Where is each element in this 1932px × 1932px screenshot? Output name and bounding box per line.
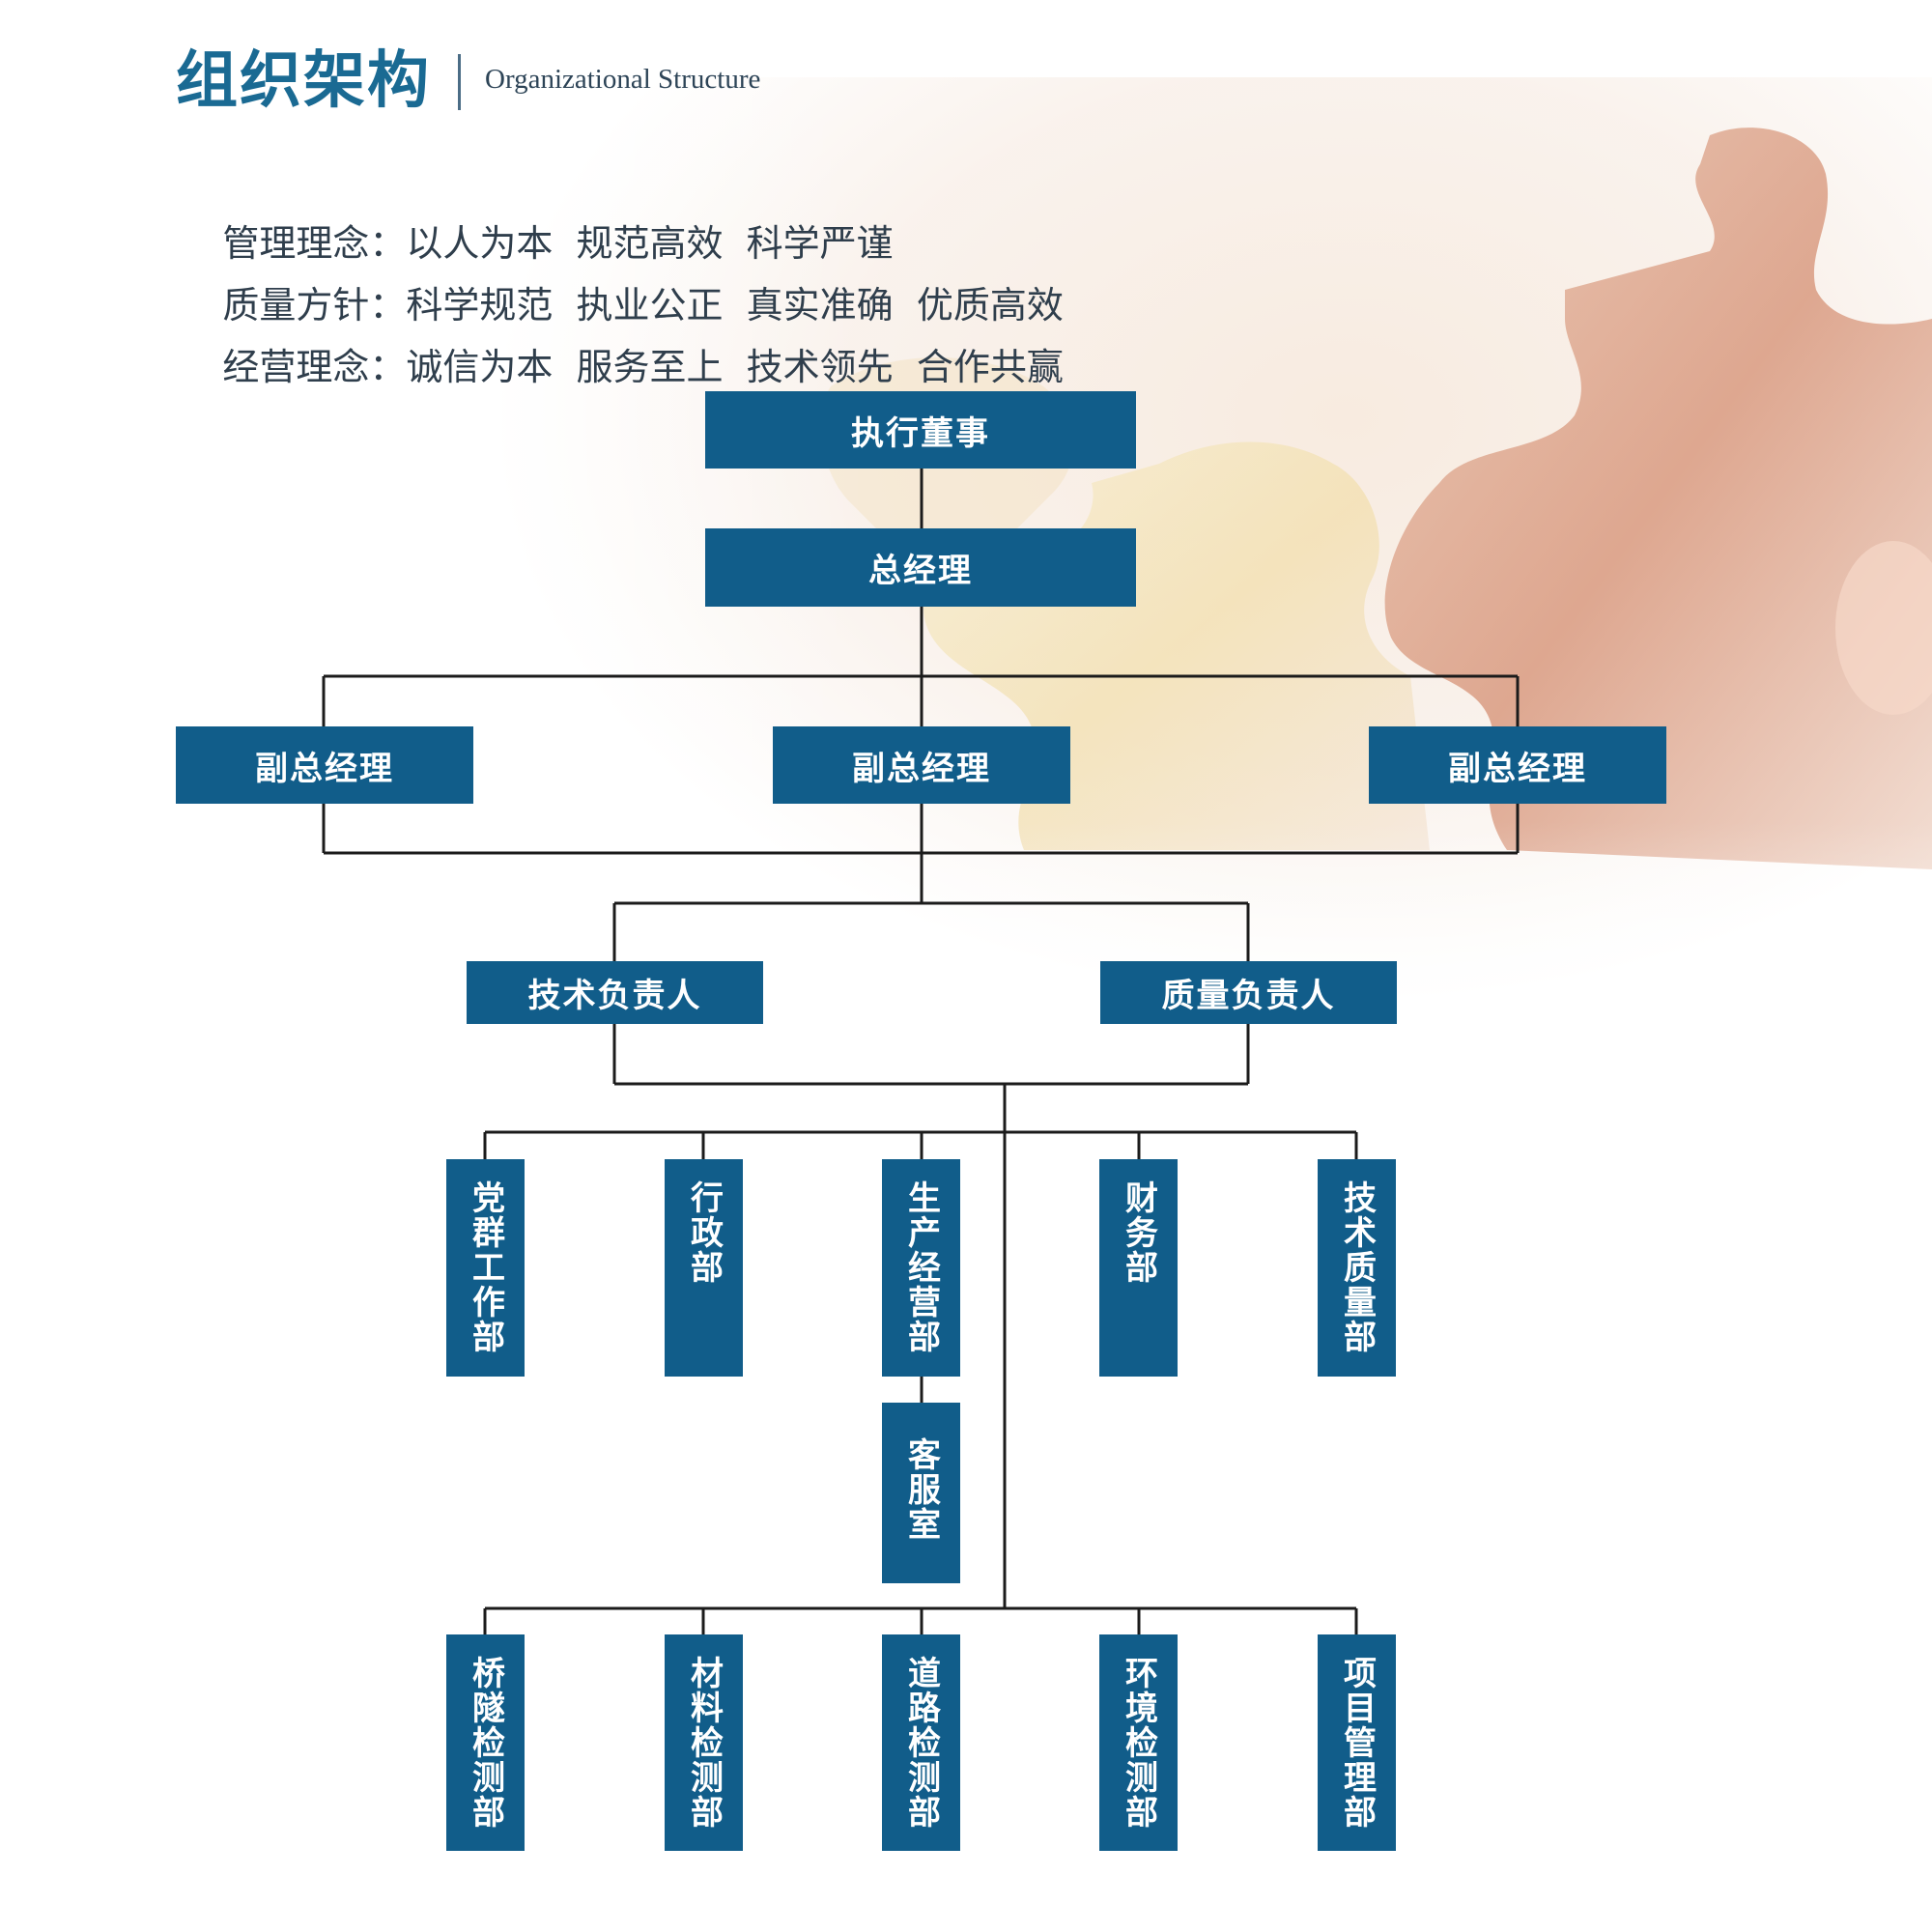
box-quality-lead: 质量负责人 xyxy=(1100,961,1397,1024)
box-deputy-gm-left: 副总经理 xyxy=(176,726,473,804)
dept-label: 行政部 xyxy=(684,1180,724,1285)
title-divider xyxy=(458,54,461,110)
dept-environment-testing: 环境检测部 xyxy=(1099,1634,1178,1851)
dept-label: 桥隧检测部 xyxy=(466,1656,505,1830)
dept-label: 环境检测部 xyxy=(1119,1656,1158,1830)
box-general-manager: 总经理 xyxy=(705,528,1136,607)
motto-text: 诚信为本 服务至上 技术领先 合作共赢 xyxy=(406,346,1064,388)
dept-materials-testing: 材料检测部 xyxy=(665,1634,743,1851)
dept-production-operations: 生产经营部 xyxy=(882,1159,960,1377)
motto-label: 质量方针： xyxy=(222,284,407,327)
dept-project-management: 项目管理部 xyxy=(1318,1634,1396,1851)
box-executive-director: 执行董事 xyxy=(705,391,1136,469)
dept-customer-service: 客服室 xyxy=(882,1403,960,1583)
motto-business: 经营理念：诚信为本 服务至上 技术领先 合作共赢 xyxy=(176,298,1064,437)
dept-label: 生产经营部 xyxy=(901,1180,941,1354)
page-subtitle: Organizational Structure xyxy=(485,64,761,95)
dept-label: 项目管理部 xyxy=(1337,1656,1377,1830)
dept-bridge-tunnel-testing: 桥隧检测部 xyxy=(446,1634,525,1851)
box-technical-lead: 技术负责人 xyxy=(467,961,763,1024)
box-deputy-gm-center: 副总经理 xyxy=(773,726,1070,804)
dept-technical-quality: 技术质量部 xyxy=(1318,1159,1396,1377)
dept-label: 党群工作部 xyxy=(466,1180,505,1354)
dept-label: 道路检测部 xyxy=(901,1656,941,1830)
motto-quality-policy: 质量方针：科学规范 执业公正 真实准确 优质高效 xyxy=(176,236,1064,375)
dept-label: 财务部 xyxy=(1119,1180,1158,1285)
motto-label: 经营理念： xyxy=(222,346,407,388)
dept-label: 客服室 xyxy=(901,1437,941,1542)
motto-label: 管理理念： xyxy=(222,222,407,265)
motto-text: 科学规范 执业公正 真实准确 优质高效 xyxy=(406,284,1064,327)
dept-party-work: 党群工作部 xyxy=(446,1159,525,1377)
page-title: 组织架构 xyxy=(176,44,431,117)
dept-road-testing: 道路检测部 xyxy=(882,1634,960,1851)
motto-management: 管理理念：以人为本 规范高效 科学严谨 xyxy=(176,174,894,313)
box-deputy-gm-right: 副总经理 xyxy=(1369,726,1666,804)
dept-administration: 行政部 xyxy=(665,1159,743,1377)
motto-text: 以人为本 规范高效 科学严谨 xyxy=(406,222,894,265)
dept-finance: 财务部 xyxy=(1099,1159,1178,1377)
dept-label: 材料检测部 xyxy=(684,1656,724,1830)
dept-label: 技术质量部 xyxy=(1337,1180,1377,1354)
